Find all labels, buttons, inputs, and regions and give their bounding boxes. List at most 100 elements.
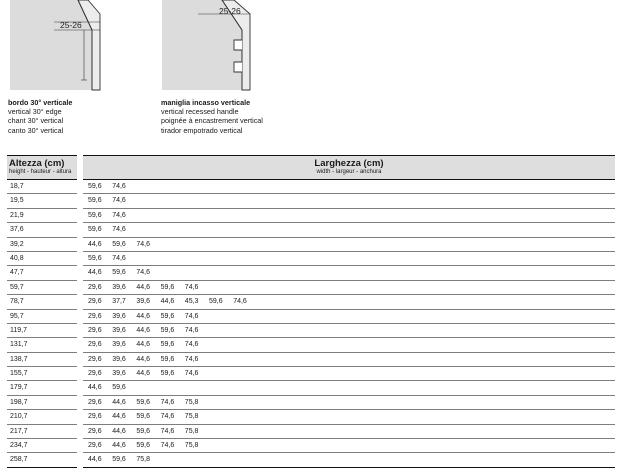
width-value: 74,6 <box>184 283 199 291</box>
width-value: 39,6 <box>112 326 126 334</box>
width-value: 59,6 <box>112 384 126 392</box>
width-column-header: Larghezza (cm) width - largeur - anchura <box>83 155 615 180</box>
height-column-header: Altezza (cm) height - hauteur - altura <box>7 155 77 180</box>
width-value: 74,6 <box>112 183 126 190</box>
width-value: 44,6 <box>136 370 151 378</box>
width-value: 39,6 <box>112 341 126 349</box>
width-values-cell: 59,6 74,6 <box>83 252 615 267</box>
handle-dimension-label: 25-26 <box>219 6 241 16</box>
width-value: 74,6 <box>136 240 151 248</box>
width-value: 59,6 <box>112 269 126 277</box>
width-value: 29,6 <box>88 427 102 435</box>
width-value: 44,6 <box>112 398 126 406</box>
width-value: 59,6 <box>88 226 102 234</box>
width-value: 59,6 <box>88 197 102 205</box>
width-value: 44,6 <box>112 442 126 450</box>
width-value: 44,6 <box>88 240 102 248</box>
height-cell: 179,7 <box>7 381 77 396</box>
width-value: 59,6 <box>88 254 102 262</box>
height-cell: 95,7 <box>7 310 77 324</box>
width-value: 74,6 <box>233 298 247 306</box>
height-cell: 40,8 <box>7 252 77 267</box>
width-value: 39,6 <box>112 312 126 320</box>
width-value: 44,6 <box>136 326 151 334</box>
width-value: 75,8 <box>184 398 199 406</box>
width-value: 59,6 <box>160 370 175 378</box>
height-cell: 21,9 <box>7 209 77 224</box>
height-cell: 198,7 <box>7 396 77 411</box>
width-value: 74,6 <box>184 370 199 378</box>
width-values-cell: 44,6 59,6 74,6 <box>83 238 615 252</box>
width-value: 74,6 <box>184 355 199 363</box>
width-value: 59,6 <box>160 355 175 363</box>
height-cell: 119,7 <box>7 324 77 339</box>
height-cell: 258,7 <box>7 453 77 468</box>
width-value: 74,6 <box>184 341 199 349</box>
height-cell: 19,5 <box>7 194 77 209</box>
width-values-cell: 44,6 59,6 75,8 <box>83 453 615 468</box>
width-value: 29,6 <box>88 341 102 349</box>
width-value: 74,6 <box>112 254 126 262</box>
width-value: 74,6 <box>160 413 175 421</box>
width-value: 74,6 <box>136 269 151 277</box>
width-value: 74,6 <box>112 197 126 205</box>
recessed-handle-profile-diagram <box>162 0 251 91</box>
width-value: 74,6 <box>160 398 175 406</box>
height-cell: 78,7 <box>7 295 77 310</box>
height-cell: 131,7 <box>7 338 77 353</box>
width-header-subtitle: width - largeur - anchura <box>316 169 382 175</box>
width-value: 74,6 <box>184 312 199 320</box>
table-row: 119,7 29,6 39,6 44,6 59,6 74,6 <box>0 324 621 339</box>
handle-caption-fr: poignée à encastrement vertical <box>161 116 263 126</box>
width-value: 39,6 <box>112 355 126 363</box>
width-value: 59,6 <box>112 456 126 464</box>
width-value: 59,6 <box>160 312 175 320</box>
width-value: 75,8 <box>136 456 151 464</box>
width-values-cell: 59,6 74,6 <box>83 223 615 238</box>
height-cell: 47,7 <box>7 266 77 281</box>
width-values-cell: 59,6 74,6 <box>83 194 615 209</box>
width-value: 75,8 <box>184 442 199 450</box>
height-header-subtitle: height - hauteur - altura <box>9 169 72 175</box>
width-value: 44,6 <box>136 341 151 349</box>
table-row: 40,8 59,6 74,6 <box>0 252 621 267</box>
height-cell: 59,7 <box>7 281 77 296</box>
width-value: 39,6 <box>112 283 126 291</box>
width-value: 59,6 <box>112 240 126 248</box>
width-value: 29,6 <box>88 326 102 334</box>
height-header-title: Altezza (cm) <box>9 158 65 169</box>
handle-caption: maniglia incasso verticale vertical rece… <box>161 98 263 135</box>
handle-caption-es: tirador empotrado vertical <box>161 125 243 135</box>
width-value: 39,6 <box>112 370 126 378</box>
width-value: 44,6 <box>88 456 102 464</box>
height-cell: 217,7 <box>7 425 77 440</box>
width-value: 39,6 <box>136 298 151 306</box>
height-cell: 155,7 <box>7 367 77 382</box>
width-value: 75,8 <box>184 427 199 435</box>
width-value: 74,6 <box>184 326 199 334</box>
width-value: 59,6 <box>160 326 175 334</box>
handle-caption-title: maniglia incasso verticale <box>161 98 251 107</box>
width-value: 59,6 <box>136 398 151 406</box>
width-value: 75,8 <box>184 413 199 421</box>
width-value: 74,6 <box>112 226 126 234</box>
